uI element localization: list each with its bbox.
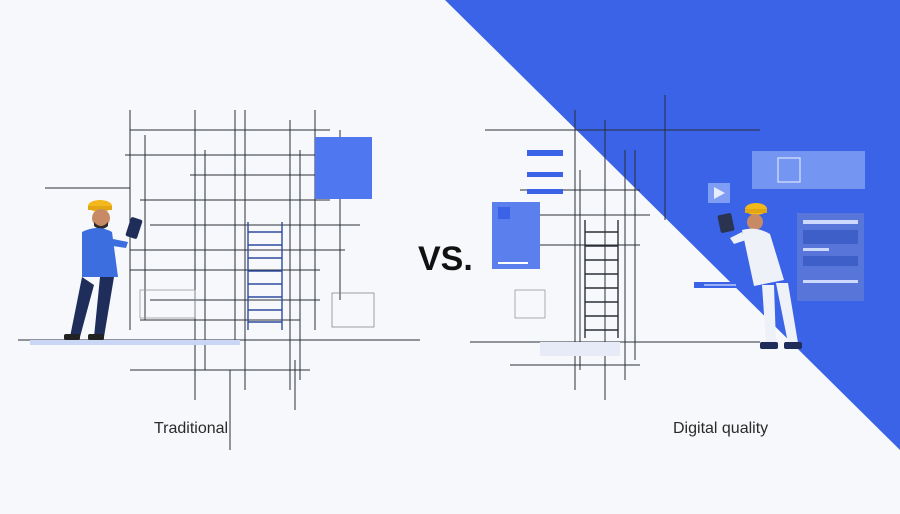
digital-quality-caption: Digital quality [673,420,769,437]
floor-strip-right [540,342,620,356]
digital-drawing-box [514,289,546,319]
floor-strip [30,340,240,345]
digital-header-card [752,151,865,189]
traditional-blue-sheet [315,137,372,199]
traditional-drawing-box [331,292,375,328]
traditional-caption: Traditional [154,420,229,437]
worker-with-tablet-icon [64,200,143,340]
play-icon [708,183,730,203]
digital-menu-bar-3 [527,189,563,194]
digital-menu-bar-1 [527,150,563,156]
worker-with-tablet-icon-right [717,203,802,349]
vs-label: VS. [418,240,473,278]
digital-ladder [584,220,619,338]
traditional-drawing-box-2 [139,289,196,319]
digital-blue-panel [445,0,900,450]
traditional-ladder [247,222,283,330]
digital-menu-bar-2 [527,172,563,177]
